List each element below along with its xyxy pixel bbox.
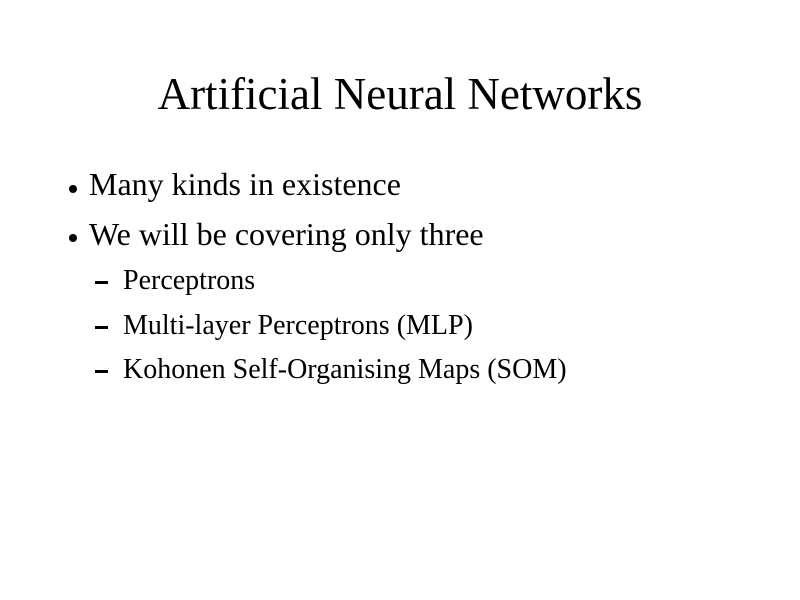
slide-title: Artificial Neural Networks [157,69,643,119]
sub-bullet-text: Kohonen Self-Organising Maps (SOM) [123,354,567,385]
sub-bullet-text: Perceptrons [123,265,256,296]
bullet-dot-icon [69,185,77,193]
dash-icon [95,326,108,329]
dash-icon [95,281,108,284]
bullet-dot-icon [69,234,77,242]
bullet-text: We will be covering only three [89,216,484,252]
bullet-text: Many kinds in existence [89,166,401,202]
sub-bullet-text: Multi-layer Perceptrons (MLP) [123,310,473,341]
dash-icon [95,370,108,373]
